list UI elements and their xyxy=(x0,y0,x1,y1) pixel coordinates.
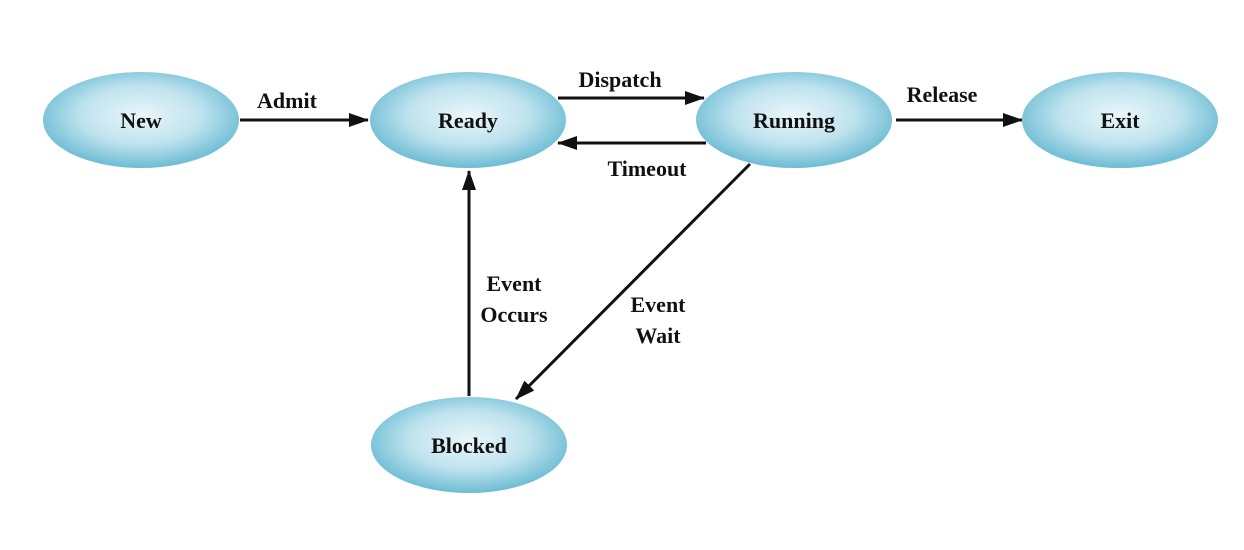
transition-event-wait: Event Wait xyxy=(514,162,752,401)
state-blocked-ellipse xyxy=(371,397,567,493)
event-wait-label-line1: Event xyxy=(631,292,687,317)
state-blocked-label: Blocked xyxy=(431,433,507,458)
transition-timeout: Timeout xyxy=(557,136,706,181)
transition-dispatch: Dispatch xyxy=(558,67,705,105)
state-running-ellipse xyxy=(696,72,892,168)
state-new-ellipse xyxy=(43,72,239,168)
event-occurs-label-line1: Event xyxy=(487,271,543,296)
state-ready-ellipse xyxy=(370,72,566,168)
state-ready: Ready xyxy=(370,72,566,168)
event-occurs-label-line2: Occurs xyxy=(480,302,548,327)
transition-release: Release xyxy=(896,82,1023,127)
admit-label: Admit xyxy=(257,88,318,113)
dispatch-label: Dispatch xyxy=(578,67,661,92)
state-exit: Exit xyxy=(1022,72,1218,168)
release-label: Release xyxy=(907,82,978,107)
state-running-label: Running xyxy=(753,108,835,133)
state-exit-label: Exit xyxy=(1100,108,1140,133)
state-ready-label: Ready xyxy=(438,108,498,133)
state-new-label: New xyxy=(120,108,162,133)
state-blocked: Blocked xyxy=(371,397,567,493)
timeout-label: Timeout xyxy=(607,156,687,181)
state-new: New xyxy=(43,72,239,168)
state-exit-ellipse xyxy=(1022,72,1218,168)
event-wait-arrow xyxy=(514,162,752,401)
transition-event-occurs: Event Occurs xyxy=(462,170,548,396)
transition-admit: Admit xyxy=(240,88,369,127)
event-wait-label-line2: Wait xyxy=(635,323,681,348)
state-running: Running xyxy=(696,72,892,168)
